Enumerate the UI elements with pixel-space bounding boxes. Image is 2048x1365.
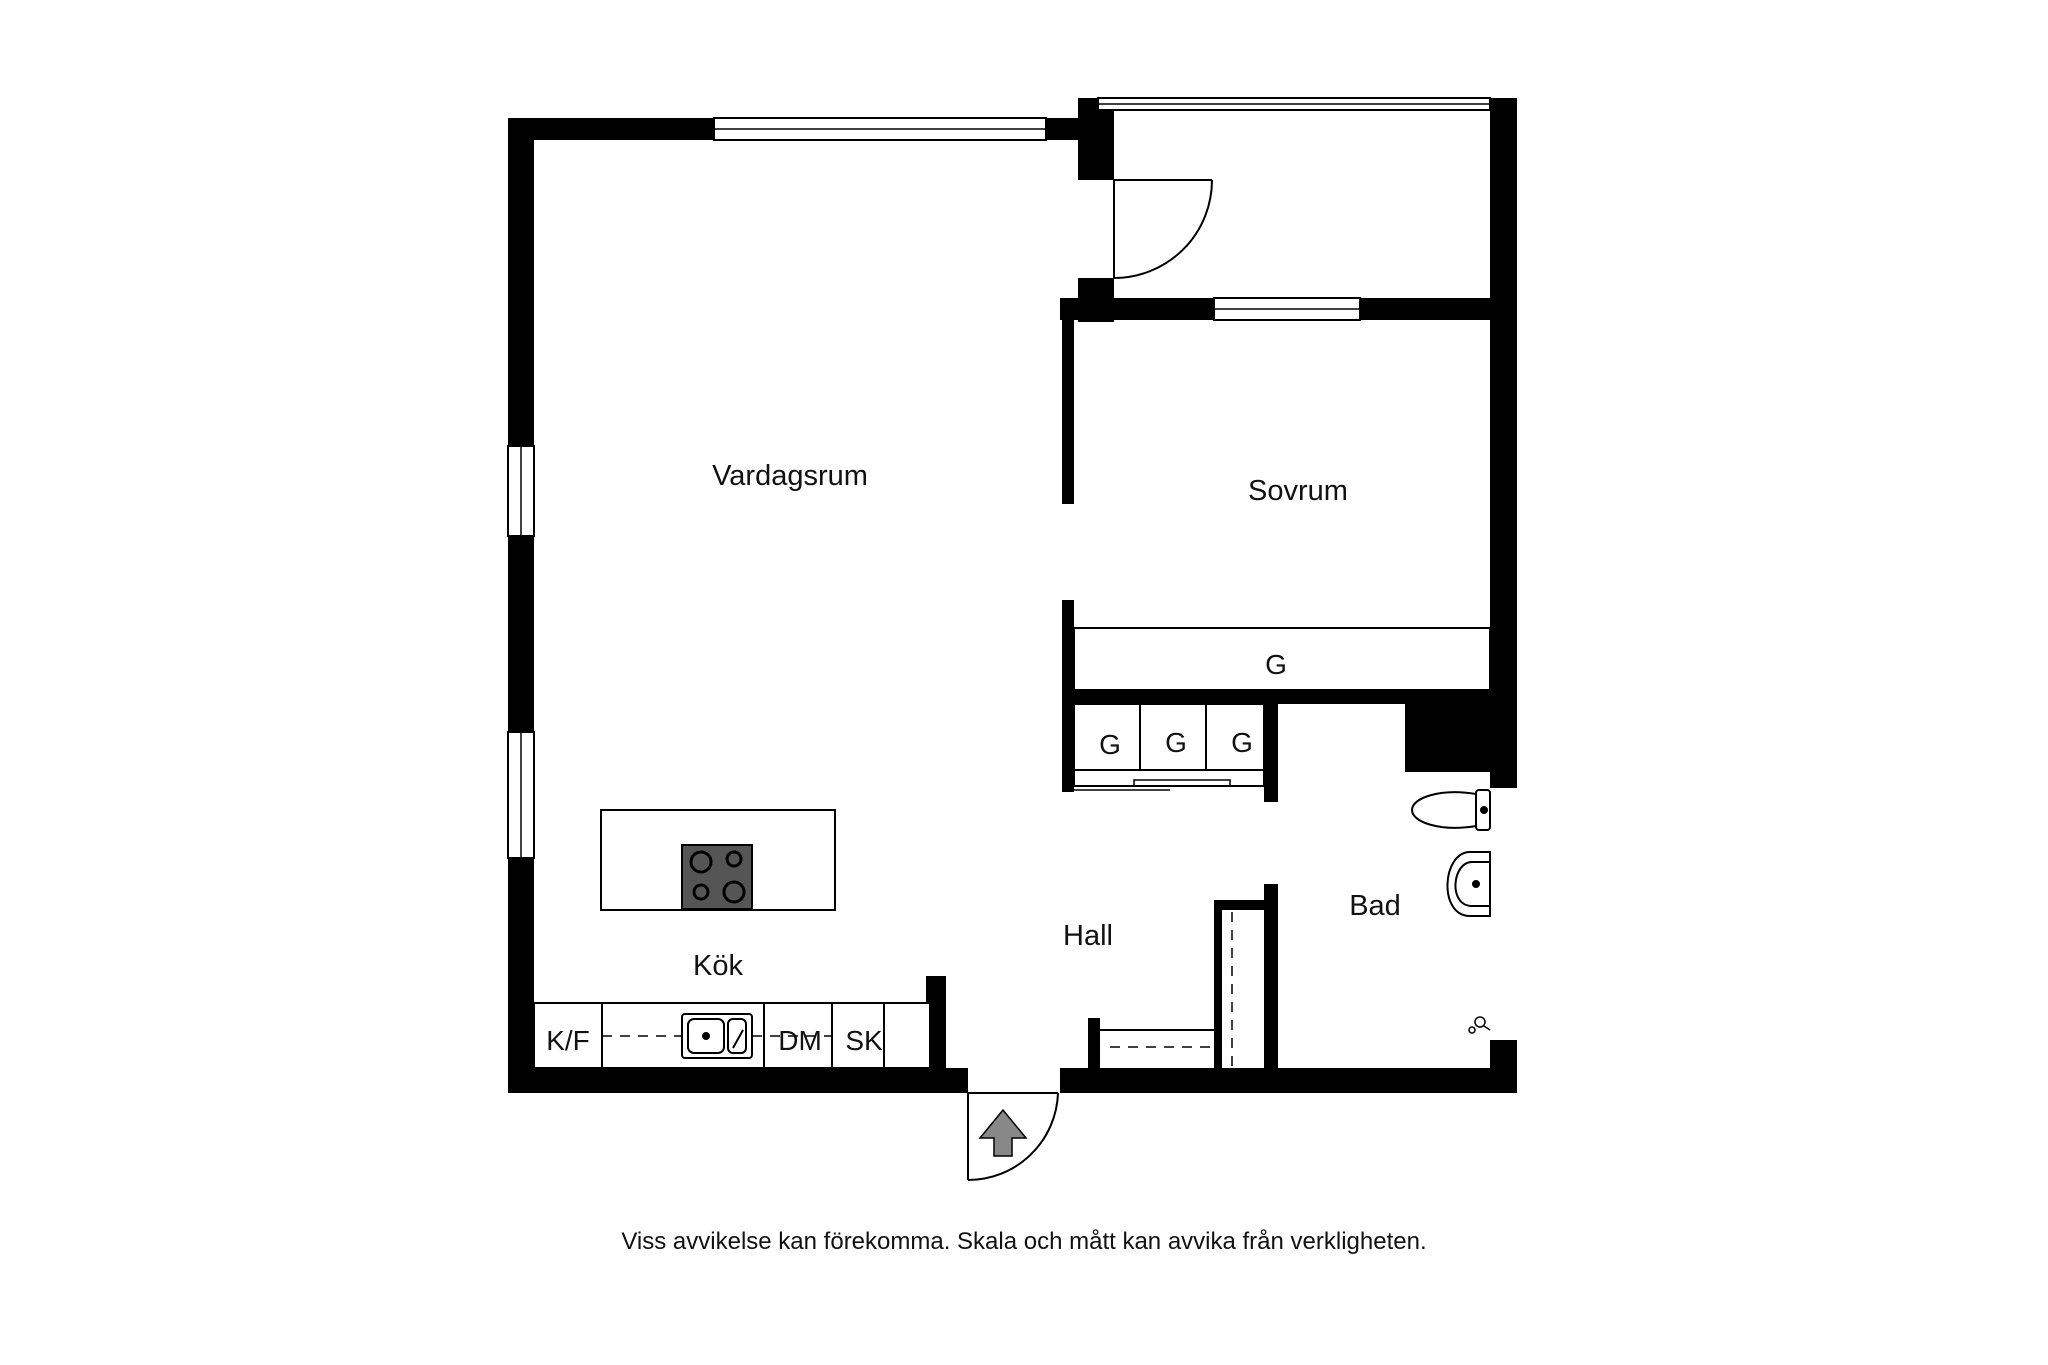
wardrobes <box>1073 627 1491 791</box>
label-fridge-freezer: K/F <box>546 1025 590 1056</box>
wall-balcony-pillar-top <box>1078 100 1114 180</box>
label-cabinet: SK <box>845 1025 883 1056</box>
doors <box>967 179 1213 1181</box>
wall-balcony-top-left <box>1078 98 1098 110</box>
wall-bedroom-south <box>1062 690 1517 704</box>
shower-icon <box>1468 1016 1491 1034</box>
wall-north-mid <box>1045 118 1080 140</box>
wall-bedroom-north-left <box>1060 298 1215 320</box>
wardrobe-bedroom <box>1073 627 1491 691</box>
wall-south-right <box>1060 1068 1517 1093</box>
wall-bedroom-west-upper <box>1062 298 1074 504</box>
label-bath: Bad <box>1349 890 1401 922</box>
label-wardrobe-1: G <box>1099 729 1121 760</box>
toilet-icon <box>1410 789 1491 831</box>
fixture-labels: G G G G K/F DM SK <box>546 649 1287 1056</box>
wall-south-left <box>508 1068 968 1093</box>
wall-east <box>1490 98 1517 788</box>
disclaimer-text: Viss avvikelse kan förekomma. Skala och … <box>621 1228 1427 1255</box>
label-hall: Hall <box>1063 920 1113 952</box>
hall-closet <box>1100 912 1233 1068</box>
wall-entrance-right-stub <box>1088 1018 1100 1068</box>
wall-bedroom-north-right <box>1358 298 1517 320</box>
stove-icon <box>681 844 753 910</box>
wall-north-left <box>508 118 718 140</box>
wall-bath-west-upper <box>1264 704 1278 802</box>
label-living-room: Vardagsrum <box>712 460 868 492</box>
label-wardrobe-bedroom: G <box>1265 649 1287 680</box>
room-labels: Vardagsrum Sovrum Kök Hall Bad <box>693 460 1401 982</box>
label-wardrobe-3: G <box>1231 727 1253 758</box>
wall-bath-west-lower <box>1264 884 1278 1080</box>
entrance-door[interactable] <box>967 1092 1059 1181</box>
label-wardrobe-2: G <box>1165 727 1187 758</box>
sink-icon <box>681 1013 753 1059</box>
wall-east-lower <box>1490 1040 1517 1093</box>
walls <box>508 98 1517 1093</box>
wall-west <box>508 118 534 1093</box>
washbasin-icon <box>1446 851 1491 917</box>
label-bedroom: Sovrum <box>1248 475 1348 507</box>
label-kitchen: Kök <box>693 950 743 982</box>
balcony-door[interactable] <box>1113 179 1213 279</box>
entrance-arrow-icon <box>978 1108 1028 1157</box>
wall-bath-shaft <box>1405 704 1517 772</box>
wall-closet-top <box>1214 900 1270 910</box>
windows <box>507 97 1491 859</box>
label-dishwasher: DM <box>778 1025 822 1056</box>
wall-closet-side <box>1214 900 1222 1070</box>
